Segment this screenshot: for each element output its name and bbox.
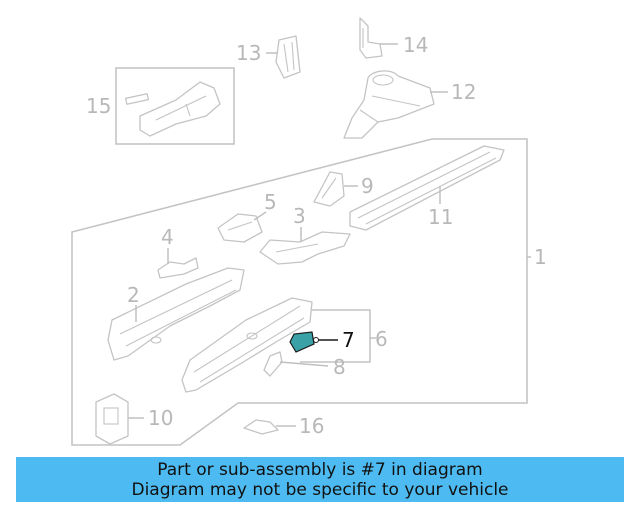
part-3-shape [259, 231, 351, 265]
callout-8: 8 [333, 355, 346, 379]
part-7-shape [289, 331, 319, 353]
callout-11: 11 [428, 205, 453, 229]
callout-6: 6 [375, 327, 388, 351]
part-9-shape [313, 171, 345, 207]
callout-7: 7 [342, 328, 355, 352]
callout-16: 16 [299, 414, 324, 438]
banner-line-1: Part or sub-assembly is #7 in diagram [157, 460, 483, 480]
banner-line-2: Diagram may not be specific to your vehi… [131, 480, 509, 500]
callout-3: 3 [293, 204, 306, 228]
part-15-shape [124, 81, 221, 137]
part-8-shape [263, 351, 283, 377]
assembly-outline [71, 138, 528, 446]
callout-2: 2 [127, 283, 140, 307]
callout-5: 5 [264, 190, 277, 214]
callout-13: 13 [236, 41, 261, 65]
callout-9: 9 [361, 174, 374, 198]
callout-1: 1 [534, 245, 547, 269]
part-13-shape [275, 35, 301, 79]
part-15-group-box [115, 67, 235, 145]
part-14-shape [359, 17, 383, 59]
callout-15: 15 [86, 94, 111, 118]
part-5-shape [217, 213, 263, 243]
callout-14: 14 [403, 33, 428, 57]
callout-10: 10 [148, 406, 173, 430]
parts-diagram: 1 2 3 4 5 6 7 8 9 10 11 12 13 14 15 16 [71, 17, 547, 446]
part-12-shape [343, 70, 435, 139]
part-11-shape [349, 145, 505, 231]
part-4-shape [157, 257, 199, 279]
callout-12: 12 [451, 80, 476, 104]
part-6-bracket [300, 309, 371, 363]
part-16-shape [243, 419, 279, 435]
info-banner: Part or sub-assembly is #7 in diagram Di… [16, 457, 624, 502]
part-2-shape [107, 267, 245, 361]
leader-5 [253, 211, 267, 221]
part-10-shape [95, 393, 129, 445]
part-6-shape [181, 297, 313, 393]
leader-8 [279, 361, 329, 367]
callout-4: 4 [161, 225, 174, 249]
